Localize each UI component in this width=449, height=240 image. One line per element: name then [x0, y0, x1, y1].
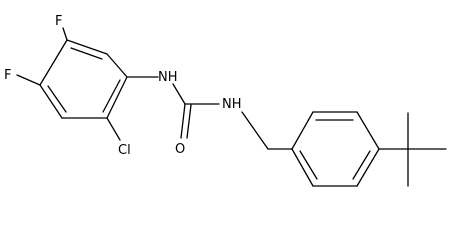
- oxygen-label: O: [175, 142, 185, 157]
- fluorine-top-label: F: [55, 14, 62, 29]
- chlorine-label: Cl: [118, 143, 131, 158]
- difluorochlorophenyl-ring: [39, 39, 128, 119]
- tert-butyl-group: [378, 112, 447, 187]
- bond-c-o-2: [186, 104, 192, 139]
- bond-c-f-left: [16, 74, 41, 86]
- bond-c-o-1: [180, 103, 186, 139]
- bond-nh-ch2: [241, 111, 269, 150]
- nh-left-label: NH: [158, 70, 178, 85]
- tert-butylphenyl-ring: [291, 111, 380, 187]
- bond-nh-carbonyl: [172, 83, 186, 105]
- bond-c-f-top: [62, 27, 68, 41]
- bond-c-cl: [106, 117, 121, 141]
- nh-right-label: NH: [222, 97, 242, 112]
- fluorine-left-label: F: [4, 68, 11, 83]
- molecule-structure-diagram: F F Cl NH NH O: [4, 14, 447, 187]
